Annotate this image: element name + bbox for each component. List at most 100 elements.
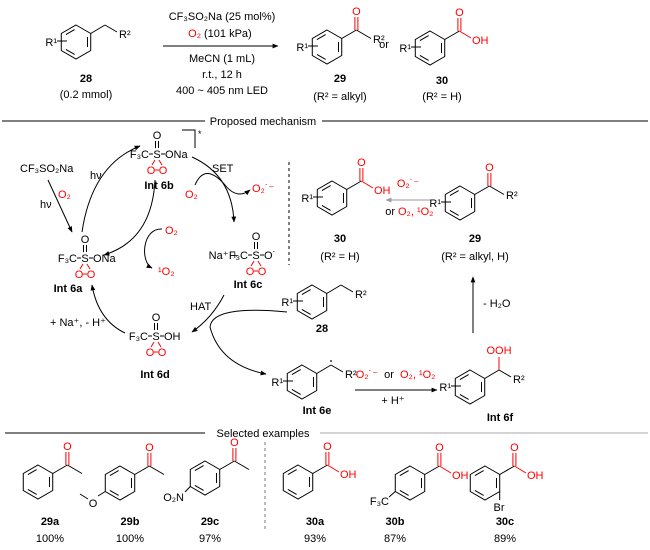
o2-label: O₂ [185, 189, 198, 201]
r1-label: R¹ [271, 377, 283, 389]
bond [150, 341, 155, 348]
bond [499, 465, 515, 475]
oxygen-label: O [485, 162, 494, 174]
compound-note: (R² = H) [320, 251, 359, 263]
sodium-ion: Na⁺ + [209, 250, 238, 262]
hat-label: HAT [190, 301, 211, 313]
bond [327, 464, 340, 473]
oxygen-label: O [252, 231, 261, 243]
compound-label-28: 28 [80, 73, 92, 85]
or-text: or [385, 206, 395, 218]
r2-label: R² [513, 374, 525, 386]
oxygen-label: O [230, 437, 239, 449]
double-bond [449, 209, 459, 216]
bond [219, 460, 235, 470]
bond [484, 369, 500, 379]
bond [498, 369, 512, 378]
double-bond [316, 34, 326, 41]
peroxo-oxygen: O [158, 347, 167, 359]
bond [257, 260, 262, 267]
double-bond [194, 484, 204, 491]
hat-arrow [191, 294, 225, 333]
bond [79, 493, 89, 500]
double-bond [109, 470, 119, 477]
trifluoromethyl-label: F₃C [370, 496, 389, 508]
hydroxyl-label: OH [452, 470, 469, 482]
int-6c-label: Int 6c [234, 279, 263, 291]
oxygen-label: O [63, 441, 72, 453]
example-label: 30c [496, 516, 514, 528]
double-bond [474, 489, 484, 496]
double-bond [459, 374, 469, 381]
substrate-ring [60, 24, 92, 60]
r2-label: R² [345, 369, 357, 381]
double-bond [301, 289, 311, 296]
bond [340, 284, 354, 293]
superoxide-label: O₂˙⁻ [397, 178, 419, 190]
example-label: 30b [386, 516, 405, 528]
substrate-ring [296, 284, 328, 320]
hv-label: hν [40, 199, 52, 211]
bond [361, 180, 374, 189]
r1-label: R¹ [429, 198, 441, 210]
r2-label: R² [506, 190, 518, 202]
oxygen-label: O [145, 442, 154, 454]
bond [439, 465, 452, 474]
peroxo-oxygen: O [258, 266, 267, 278]
section-title: Selected examples [217, 428, 310, 440]
superoxide-label: O₂˙⁻ [356, 369, 378, 381]
r1-label: R¹ [45, 37, 57, 49]
double-bond [287, 469, 297, 476]
oxidant-pressure: (101 kPa) [204, 28, 252, 40]
sulfur-label: S [252, 250, 259, 262]
example-yield: 97% [199, 533, 221, 545]
double-bond [27, 469, 37, 476]
peroxo-oxygen: O [146, 347, 155, 359]
bond [250, 260, 255, 267]
bond [149, 465, 165, 475]
compound-label-28: 28 [316, 323, 328, 335]
bond [104, 24, 118, 33]
bond [97, 491, 106, 497]
double-bond [65, 29, 75, 36]
excited-star: * [198, 129, 202, 139]
example-label: 30a [306, 516, 325, 528]
reagent: CF₃SO₂Na [20, 163, 74, 175]
double-bond [474, 470, 484, 477]
double-bond [316, 53, 326, 60]
oxygen-label: O [357, 157, 366, 169]
proton-label: + H⁺ [381, 395, 404, 407]
or-text: or [379, 39, 389, 51]
dehydration-label: - H₂O [483, 298, 511, 310]
bond [134, 465, 150, 475]
example-ring [282, 464, 314, 500]
example-ring [189, 460, 221, 496]
oxygen-label: O [510, 442, 519, 454]
bond [184, 486, 191, 493]
r1-label: R¹ [281, 297, 293, 309]
acid-ring [414, 30, 446, 66]
example-label: 29b [121, 516, 140, 528]
cf3-label: F₃C [58, 253, 77, 265]
o2-label: O₂ [165, 225, 178, 237]
radical-ring [286, 364, 318, 400]
compound-label-30: 30 [334, 233, 346, 245]
hat-substrate-arrow [209, 309, 288, 376]
double-bond [459, 393, 469, 400]
example-label: 29a [41, 516, 60, 528]
excited-state-bracket [182, 129, 196, 148]
catalyst: CF₃SO₂Na (25 mol%) [169, 11, 276, 23]
bond [158, 159, 163, 166]
peroxo-oxygen: O [75, 269, 84, 281]
bond [346, 180, 362, 190]
regeneration-arrow [103, 179, 156, 256]
nitro-label: O₂N [163, 492, 184, 504]
bond [326, 284, 342, 294]
bond [514, 465, 527, 474]
example-yield: 100% [36, 533, 64, 545]
bond [316, 364, 332, 374]
hydroxyl-label: OH [340, 469, 357, 481]
oxygen-label: O [435, 442, 444, 454]
oxygen-label: O [323, 441, 332, 453]
